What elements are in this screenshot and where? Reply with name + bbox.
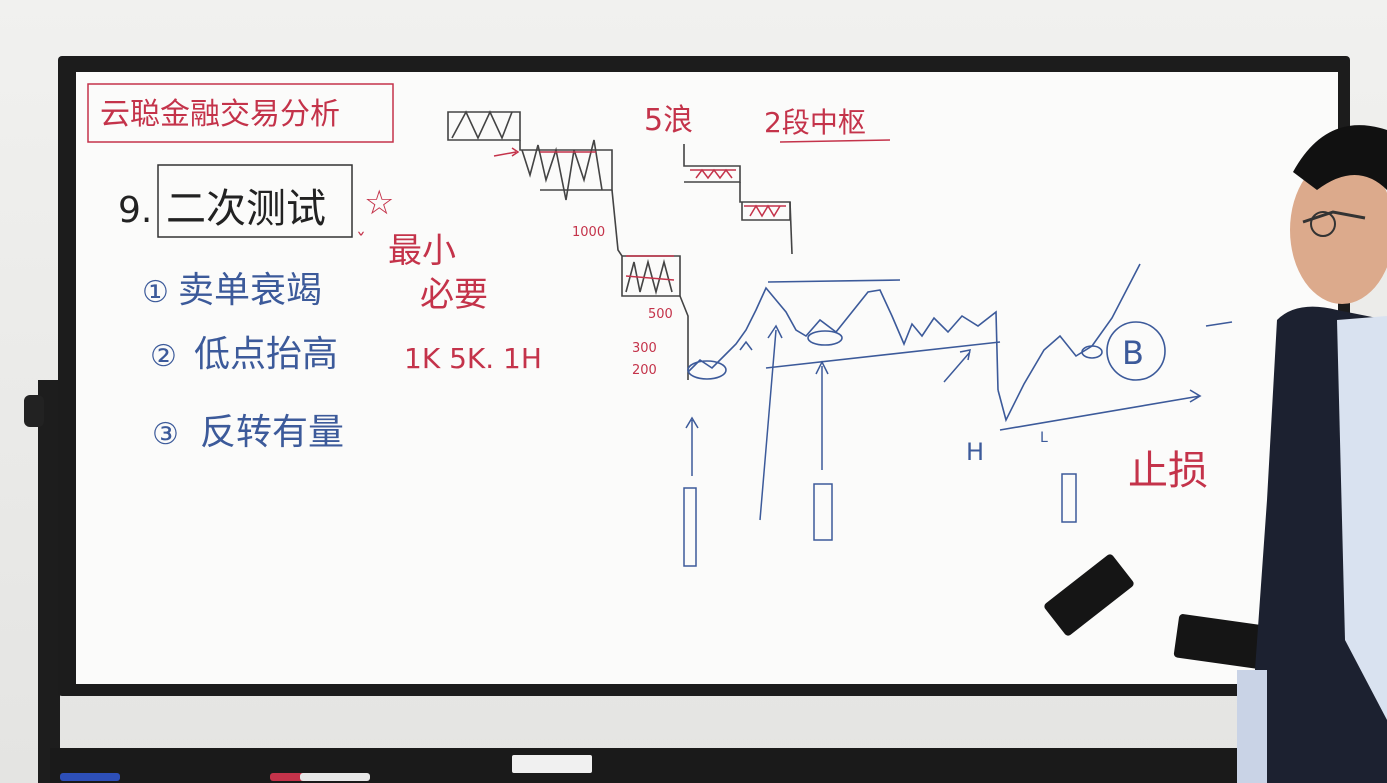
- b-label: B: [1122, 334, 1144, 372]
- wave-label: 5浪: [644, 103, 693, 138]
- topic-title: 二次测试: [166, 186, 326, 232]
- rule-list: ① 卖单衰竭 ② 低点抬高 ③ 反转有量: [142, 270, 344, 453]
- rule-1-num: ①: [142, 275, 169, 310]
- eraser-white: [512, 755, 592, 773]
- h-label: H: [966, 438, 984, 466]
- star-icon: ☆: [364, 183, 394, 223]
- volume-bars: [683, 324, 1077, 567]
- price-path: [687, 263, 1233, 431]
- board-stand: [38, 380, 60, 783]
- timeframes-label: 1K 5K. 1H: [404, 342, 542, 375]
- caret-mark: ˇ: [356, 229, 366, 253]
- rule-2-num: ②: [150, 339, 177, 374]
- level-300: 300: [632, 341, 657, 356]
- stand-knob: [24, 395, 44, 427]
- marker-white: [300, 773, 370, 781]
- marker-tray: [50, 748, 1387, 783]
- presenter: [1237, 125, 1387, 783]
- star-note-line2: 必要: [420, 275, 488, 315]
- level-200: 200: [632, 363, 657, 378]
- rule-1-text: 卖单衰竭: [178, 270, 322, 311]
- header-title: 云聪金融交易分析: [100, 97, 340, 132]
- level-1000: 1000: [572, 225, 605, 240]
- l-label: L: [1040, 430, 1048, 446]
- level-labels: 1000 500 300 200: [572, 225, 673, 378]
- topic-number: 9.: [118, 190, 152, 231]
- marker-blue: [60, 773, 120, 781]
- rule-3-text: 反转有量: [200, 412, 344, 453]
- pivot-label: 2段中枢: [764, 106, 866, 139]
- star-note-line1: 最小: [388, 231, 456, 271]
- rule-3-num: ③: [152, 417, 179, 452]
- rule-2-text: 低点抬高: [194, 334, 338, 375]
- staircase-chart: [447, 110, 793, 380]
- topic-box: [157, 164, 353, 238]
- stop-label: 止损: [1128, 448, 1208, 494]
- hatch-bars: [493, 147, 786, 281]
- header-box: [87, 83, 394, 143]
- level-500: 500: [648, 307, 673, 322]
